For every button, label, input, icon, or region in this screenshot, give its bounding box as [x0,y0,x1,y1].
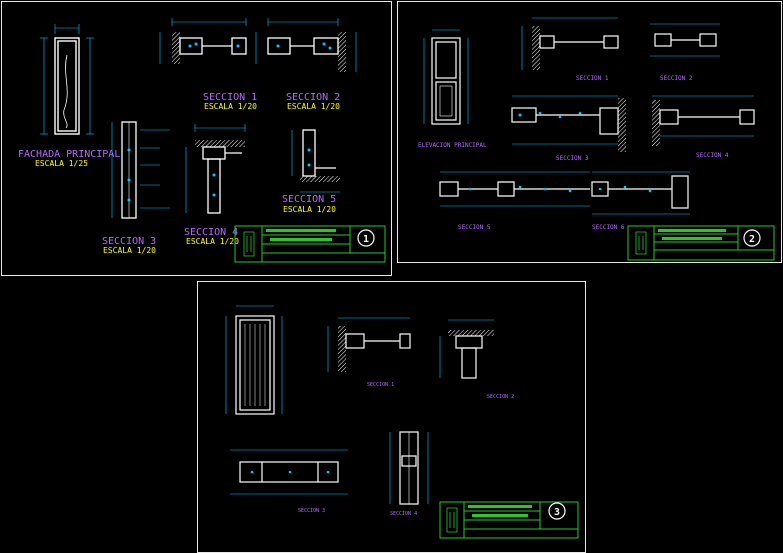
sheet3-section4-title: SECCION 4 [390,511,417,517]
sheet1-section1-profile [159,18,257,64]
sheet2-number: 2 [749,234,755,245]
sheet1-section4-scale: ESCALA 1/20 [186,237,239,246]
drawing-sheet-2 [397,1,782,263]
sheet1-number-badge: 1 [357,229,375,247]
sheet1-facade-title: FACHADA PRINCIPAL [18,149,120,160]
sheet3-section1-title: SECCION 1 [367,382,394,388]
sheet1-section3-title: SECCION 3 [102,236,156,247]
sheet3-section2-profile [439,319,494,379]
sheet1-section4-title: SECCION 4 [184,227,238,238]
sheet1-title-block [234,225,386,263]
sheet1-section5-title: SECCION 5 [282,194,336,205]
sheet1-number: 1 [363,234,369,245]
sheet1-section5-scale: ESCALA 1/20 [283,205,336,214]
sheet2-title-block [627,225,775,261]
sheet2-section2-profile [650,23,720,57]
sheet2-elevation-title: ELEVACION PRINCIPAL [418,142,487,149]
sheet1-section3-profile [111,121,170,219]
sheet3-section1-profile [327,317,411,372]
sheet3-section3-profile [230,449,348,495]
sheet1-section2-profile [267,18,357,72]
sheet3-section2-title: SECCION 2 [487,394,514,400]
sheet2-section1-title: SECCION 1 [576,75,609,82]
sheet2-section2-title: SECCION 2 [660,75,693,82]
sheet2-section5-profile [439,171,590,207]
sheet1-section2-scale: ESCALA 1/20 [287,102,340,111]
sheet1-content: FACHADA PRINCIPAL ESCALA 1/25 SECCION 1 … [18,18,386,263]
sheet2-section1-profile [521,17,619,70]
sheet1-section4-profile [185,124,246,214]
sheet2-section4-title: SECCION 4 [696,152,729,159]
sheet3-section3-title: SECCION 3 [298,508,325,514]
sheet2-section4-profile [652,95,755,146]
sheet3-number-badge: 3 [548,502,566,520]
sheet2-section6-profile [591,171,690,215]
sheet3-number: 3 [554,507,560,518]
drawing-sheet-1 [1,1,392,276]
sheet3-content: SECCION 1 SECCION 2 SECCION [225,305,579,539]
sheet1-facade-scale: ESCALA 1/25 [35,159,88,168]
sheet3-section4-profile [389,431,429,505]
sheet2-number-badge: 2 [743,229,761,247]
sheet2-section3-title: SECCION 3 [556,155,589,162]
sheet3-title-block [439,501,579,539]
sheet1-section3-scale: ESCALA 1/20 [103,246,156,255]
sheet1-section5-profile [291,129,340,193]
sheet1-section1-scale: ESCALA 1/20 [204,102,257,111]
sheet2-section3-profile [511,95,626,152]
sheet2-elevation [423,29,469,125]
sheet1-section1-title: SECCION 1 [203,92,257,103]
sheet1-facade-elevation [40,24,94,135]
sheet2-content: ELEVACION PRINCIPAL SECCION 1 [418,17,775,261]
sheet3-elevation [225,305,283,415]
sheet2-section5-title: SECCION 5 [458,224,491,231]
sheet1-section2-title: SECCION 2 [286,92,340,103]
sheet2-section6-title: SECCION 6 [592,224,625,231]
